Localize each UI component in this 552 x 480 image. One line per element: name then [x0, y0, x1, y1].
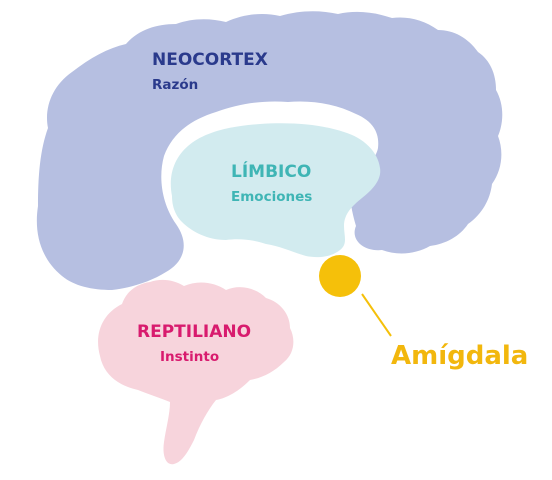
limbic-label: LÍMBICO	[231, 162, 312, 182]
reptilian-function-label: Instinto	[160, 349, 220, 365]
amygdala-pointer-line	[361, 293, 392, 337]
reptilian-label: REPTILIANO	[137, 322, 252, 342]
amygdala-label: Amígdala	[391, 341, 529, 371]
amygdala-node	[319, 255, 361, 297]
limbic-function-label: Emociones	[231, 189, 313, 205]
reptilian-region	[98, 279, 294, 465]
neocortex-label: NEOCORTEX	[152, 50, 268, 70]
limbic-region	[170, 123, 381, 258]
neocortex-function-label: Razón	[152, 77, 199, 93]
neocortex-region	[36, 11, 503, 290]
